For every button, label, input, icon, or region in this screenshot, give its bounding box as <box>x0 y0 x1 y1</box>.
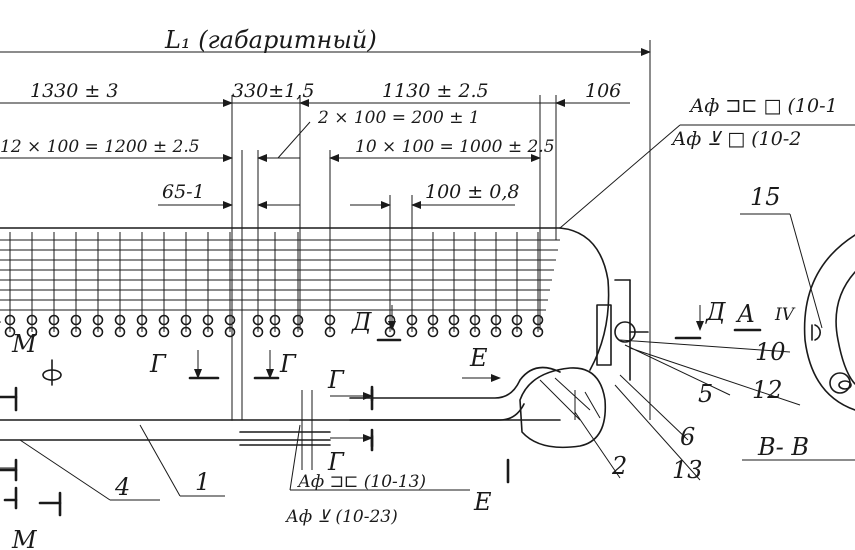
tube-end-circle <box>92 326 104 338</box>
section-marks <box>0 305 762 517</box>
tube-end-circle <box>158 314 170 326</box>
tube-end-circle <box>427 326 439 338</box>
tube-end-circle <box>532 314 544 326</box>
dim-65: 65-1 <box>162 181 205 203</box>
section-g-pipe-2: Г <box>327 448 345 476</box>
callout-6: 6 <box>680 423 695 451</box>
tube-end-circle <box>490 326 502 338</box>
tube-bundle <box>0 232 560 338</box>
section-e-top: Е <box>469 344 488 372</box>
tube-end-circle <box>224 314 236 326</box>
tube-end-circle <box>180 326 192 338</box>
callout-2: 2 <box>611 452 627 480</box>
dim-100: 100 ± 0,8 <box>425 181 519 203</box>
callout-4: 4 <box>114 473 130 501</box>
leader-lines <box>19 124 855 501</box>
callout-1: 1 <box>195 468 210 496</box>
overall-dimension: L₁ (габаритный) <box>164 26 377 54</box>
section-d-left: Д <box>351 308 372 336</box>
tube-end-circle <box>252 314 264 326</box>
weld-bottom-2: Аф ⊻ (10-23) <box>285 507 398 527</box>
tube-end-circle <box>136 314 148 326</box>
tube-end-circle <box>269 326 281 338</box>
tube-end-circle <box>252 326 264 338</box>
tube-end-circle <box>427 314 439 326</box>
section-e-bottom: Е <box>473 488 492 516</box>
tube-end-circle <box>469 314 481 326</box>
section-g-pipe: Г <box>327 366 345 394</box>
dim-pitch-12: 12 × 100 = 1200 ± 2.5 <box>0 137 200 157</box>
tube-end-circle <box>158 326 170 338</box>
section-d-right: Д <box>705 298 726 326</box>
dim-106: 106 <box>585 80 621 102</box>
tube-end-circle <box>26 326 38 338</box>
callout-13: 13 <box>672 456 703 484</box>
section-g-left: Г <box>149 350 167 378</box>
tube-end-circle <box>70 326 82 338</box>
tube-end-circle <box>406 326 418 338</box>
dim-pitch-2: 2 × 100 = 200 ± 1 <box>317 108 480 128</box>
tube-end-circle <box>48 326 60 338</box>
vessel-body <box>0 227 649 449</box>
tube-end-circle <box>202 314 214 326</box>
callout-12: 12 <box>752 376 783 404</box>
tube-end-circle <box>490 314 502 326</box>
section-g-right: Г <box>279 350 297 378</box>
tube-end-circle <box>511 314 523 326</box>
weld-top-2: Аф ⊻ □ (10-2 <box>670 128 801 150</box>
dim-1130: 1130 ± 2.5 <box>382 80 489 102</box>
labels: L₁ (габаритный) 1330 ± 3 330±1,5 1130 ± … <box>0 26 838 550</box>
weld-bottom-1: Аф ⊐⊏ (10-13) <box>297 472 426 492</box>
section-iv: IV <box>774 305 796 325</box>
tube-end-circle <box>26 314 38 326</box>
tube-end-circle <box>469 326 481 338</box>
callout-10: 10 <box>755 338 786 366</box>
tube-end-circle <box>511 326 523 338</box>
section-view-bb <box>803 234 855 411</box>
tube-end-circle <box>48 314 60 326</box>
tube-end-circle <box>269 314 281 326</box>
tube-end-circle <box>4 314 16 326</box>
section-a: А <box>735 300 755 328</box>
tube-end-circle <box>324 326 336 338</box>
dim-1330: 1330 ± 3 <box>30 80 118 102</box>
tube-end-circle <box>114 326 126 338</box>
tube-end-circle <box>448 314 460 326</box>
callout-15: 15 <box>750 183 781 211</box>
section-m-top: М <box>11 330 38 358</box>
tube-end-circle <box>4 326 16 338</box>
tube-end-circle <box>406 314 418 326</box>
tube-end-circle <box>224 326 236 338</box>
tube-end-circle <box>324 314 336 326</box>
tube-end-circle <box>532 326 544 338</box>
dim-330: 330±1,5 <box>232 80 314 102</box>
callout-5: 5 <box>698 380 713 408</box>
weld-top-1: Аф ⊐⊏ □ (10-1 <box>688 95 838 117</box>
tube-end-circle <box>202 326 214 338</box>
tube-end-circle <box>180 314 192 326</box>
tube-end-circle <box>292 326 304 338</box>
section-view-title: В- В <box>757 433 809 461</box>
dim-pitch-10: 10 × 100 = 1000 ± 2.5 <box>355 137 555 157</box>
tube-end-circle <box>70 314 82 326</box>
tube-end-circle <box>114 314 126 326</box>
tube-end-circle <box>292 314 304 326</box>
tube-end-circle <box>448 326 460 338</box>
tube-end-circle <box>92 314 104 326</box>
tube-end-circle <box>136 326 148 338</box>
section-m-bottom: М <box>11 526 38 550</box>
